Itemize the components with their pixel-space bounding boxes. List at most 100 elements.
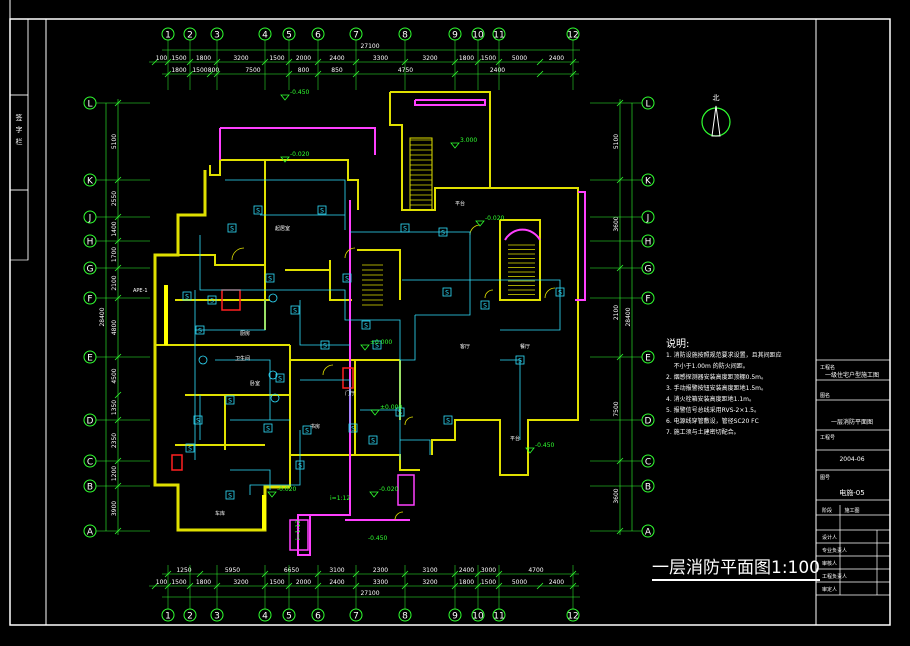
alarm-wire-11 [350,231,471,316]
door-arc [394,511,404,521]
wall-stair-east [499,219,541,301]
left-dim-text: 1350 [111,400,118,415]
bottom-dim-row1-text: 1250 [176,567,191,574]
bottom-dim-row2-text: 1800 [196,579,211,586]
smoke-detector-label: S [403,226,407,233]
north-circle [701,107,731,137]
alarm-button [270,393,280,403]
smoke-detector-label: S [446,418,450,425]
axis-col-bottom-label: 8 [402,612,408,622]
smoke-detector-label: S [305,428,309,435]
bottom-dim-row2-text: 3200 [233,579,248,586]
right-dim-text: 3600 [613,216,620,231]
top-dim-row1-text: 1500 [269,55,284,62]
bottom-dim-row2-text: 1800 [459,579,474,586]
level-text: -0.020 [277,486,297,493]
tb-sheet-label: 图号 [820,475,830,481]
smoke-detector [263,423,273,433]
top-dim-row1-text: 1800 [459,55,474,62]
room-label: 起居室 [275,225,290,232]
axis-row-right-label: D [645,417,652,427]
left-dim-text: 2100 [111,275,118,290]
door-arc [322,364,334,376]
smoke-detector-label: S [228,493,232,500]
axis-col-top-label: 4 [262,31,268,41]
smoke-detector-label: S [256,208,260,215]
room-label: 客厅 [460,343,470,350]
smoke-detector-label: S [266,426,270,433]
axis-row-right-label: C [645,458,651,468]
left-strip-cell [9,18,29,96]
top-dim-row1-text: 3200 [422,55,437,62]
alarm-wire-1 [225,179,346,230]
smoke-detector-label: S [230,226,234,233]
room-label: 平台 [455,200,465,207]
room-label: 平台 [510,435,520,442]
smoke-detector-label: S [345,276,349,283]
smoke-detector [342,273,352,283]
left-dim-text: 5100 [111,134,118,149]
bottom-dim-row1-text: 3100 [329,567,344,574]
level-text: -0.020 [379,486,399,493]
level-text: -0.450 [535,442,555,449]
top-dim-row1-text: 3200 [233,55,248,62]
top-dim-row1-tick [536,58,544,66]
top-dim-row2-text: 800 [298,67,310,74]
bottom-dim-row1-text: 2400 [459,567,474,574]
north-pointer [711,105,721,137]
axis-col-bottom-label: 9 [452,612,458,622]
smoke-detector-label: S [293,308,297,315]
level-marker [370,409,380,416]
axis-row-right-label: A [645,528,652,538]
bottom-dim-row2-text: 2400 [549,579,564,586]
tb-signature-label: 审定人 [822,586,837,593]
room-label: 餐厅 [520,343,530,350]
top-dim-row1-tick [151,58,159,66]
axis-col-top-label: 5 [286,31,292,41]
note-item: 7. 施工须与土建密切配合。 [666,429,740,436]
smoke-detector [193,415,203,425]
ramp-east [397,474,415,506]
top-total-dim: 27100 [360,43,379,50]
top-dim-row2-tick [206,70,214,78]
bottom-dim-row1-text: 4700 [528,567,543,574]
magenta-ramp [297,200,351,556]
door-arc [404,416,414,426]
alarm-wire-14 [300,379,351,430]
bottom-dim-row2-text: 100 [156,579,168,586]
wall-east-terrace [490,330,579,476]
smoke-detector [395,407,405,417]
tb-signature-label: 审核人 [822,560,837,567]
smoke-detector-label: S [558,290,562,297]
bottom-dim-row1-text: 3000 [481,567,496,574]
smoke-detector [295,460,305,470]
axis-row-left-label: K [87,177,94,187]
tb-signature-label: 工程负责人 [822,573,847,580]
note-item: 4. 消火栓箱安装高度距地1.1m。 [666,396,756,403]
tb-project-name: 一级住宅户型施工图 [825,371,879,379]
axis-col-bottom-label: 3 [214,612,220,622]
axis-row-left-label: B [87,483,93,493]
alarm-wire-5 [195,300,266,331]
tb-signature-label: 设计人 [822,534,837,541]
axis-row-left-label: E [87,354,93,364]
axis-col-top-label: 7 [353,31,359,41]
axis-row-left-label: G [87,265,94,275]
top-dim-row1-text: 1800 [196,55,211,62]
ramp-label-1: i=1:12 [330,495,350,502]
smoke-detector-label: S [210,298,214,305]
alarm-wire-19 [500,359,521,440]
level-text: -0.020 [290,151,310,158]
wall-interior-1 [155,254,265,266]
tb-number-label: 工程号 [820,434,835,441]
axis-col-bottom-label: 1 [165,612,171,622]
smoke-detector [555,287,565,297]
tb-project-label: 工程名 [820,364,835,371]
axis-row-right-label: J [646,214,650,224]
tb-signature-label: 专业负责人 [822,547,847,554]
left-dim-text: 1200 [111,466,118,481]
top-dim-row2-text: 2400 [490,67,505,74]
bottom-dim-row2-text: 1500 [269,579,284,586]
smoke-detector [207,295,217,305]
